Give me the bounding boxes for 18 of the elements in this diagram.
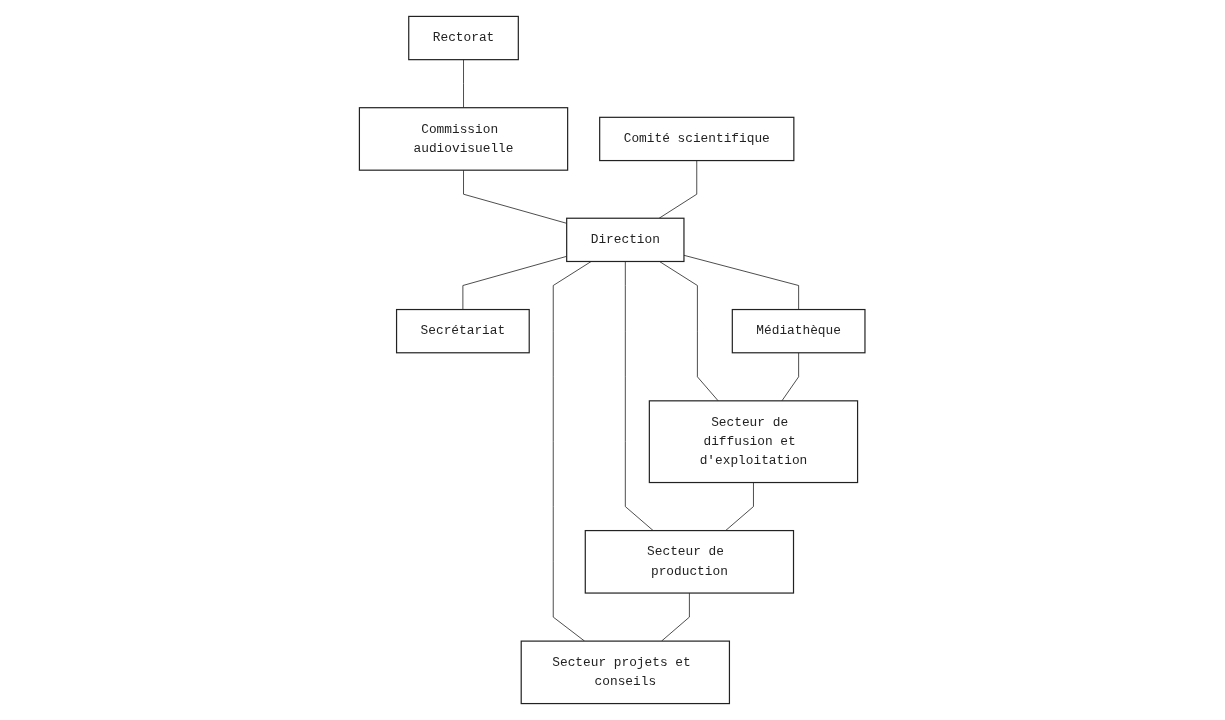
node-box: Secteur de diffusion et d'exploitation: [649, 400, 859, 484]
connector: [781, 352, 800, 402]
node-box: Commission audiovisuelle: [359, 107, 569, 171]
connector: [659, 261, 719, 402]
connector: [463, 59, 465, 109]
connector: [463, 169, 568, 224]
node-box: Secteur de production: [585, 530, 795, 594]
node-box: Médiathèque: [732, 308, 866, 354]
node-box: Comité scientifique: [599, 116, 795, 162]
node-box: Secrétariat: [396, 308, 531, 354]
node-box: Secteur projets et conseils: [520, 640, 731, 705]
connector: [553, 261, 592, 642]
connector: [725, 482, 755, 531]
connector: [625, 261, 654, 531]
connector: [661, 592, 691, 642]
node-box: Rectorat: [408, 15, 520, 61]
node-box: Direction: [566, 217, 685, 263]
connector: [462, 255, 568, 310]
